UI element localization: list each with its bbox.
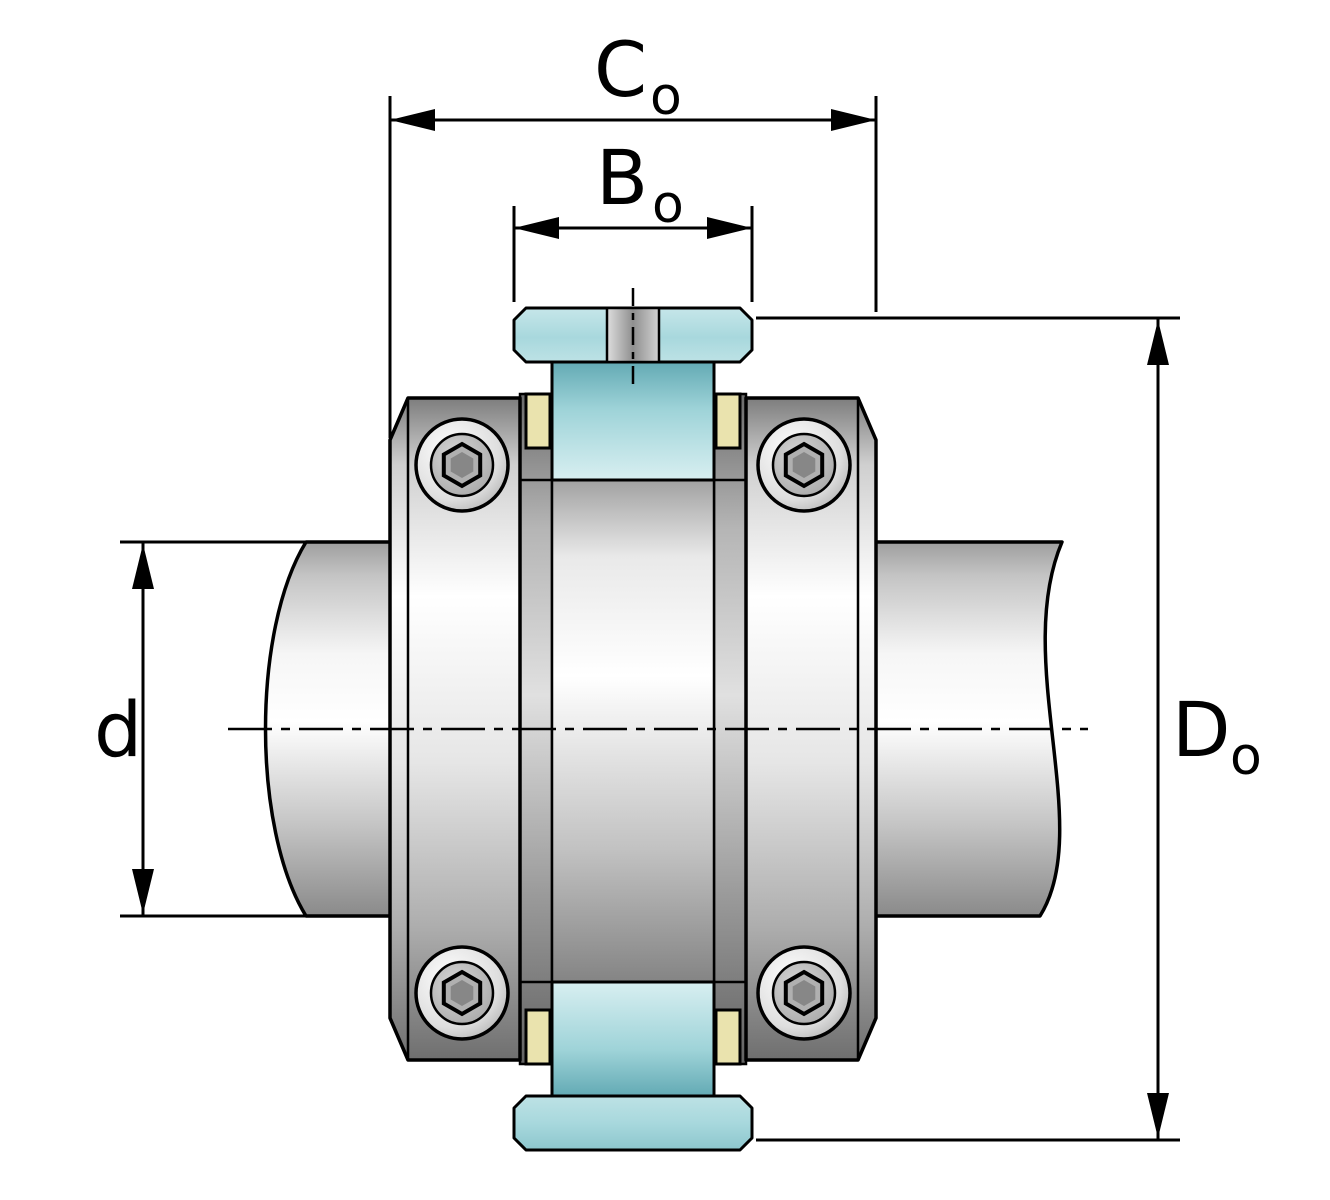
cage-block-bottom-left [524, 1008, 552, 1066]
dimension-label-c0: C o [594, 25, 682, 127]
arrowhead-up-icon [1147, 320, 1169, 365]
socket-screw-bottom-right [756, 945, 852, 1041]
arrowhead-left-icon [514, 217, 559, 239]
hex-socket-floor [450, 452, 474, 478]
dimension-c0: C o [388, 25, 878, 438]
hex-socket-floor [792, 452, 816, 478]
socket-screw-top-right [756, 417, 852, 513]
socket-screw-bottom-left [414, 945, 510, 1041]
roller-bottom [550, 980, 716, 1098]
arrowhead-down-icon [132, 869, 154, 914]
cage-block-bottom-right [714, 1008, 742, 1066]
cap-bottom [512, 1094, 754, 1152]
hex-socket-floor [792, 980, 816, 1006]
arrowhead-left-icon [390, 109, 435, 131]
cage-block-top-left [524, 392, 552, 450]
dimension-d0: D o [756, 316, 1262, 1142]
hex-socket-floor [450, 980, 474, 1006]
socket-screw-top-left [414, 417, 510, 513]
arrowhead-right-icon [707, 217, 752, 239]
dimension-label-d: d [94, 685, 142, 774]
arrowhead-down-icon [1147, 1093, 1169, 1138]
arrowhead-right-icon [831, 109, 876, 131]
dimension-label-d0: D o [1172, 685, 1262, 787]
arrowhead-up-icon [132, 544, 154, 589]
dimension-d: d [94, 540, 306, 918]
cage-block-top-right [714, 392, 742, 450]
cap-bottom-body [512, 1094, 754, 1152]
dimension-b0: B o [512, 133, 754, 302]
dimension-label-b0: B o [596, 133, 684, 235]
